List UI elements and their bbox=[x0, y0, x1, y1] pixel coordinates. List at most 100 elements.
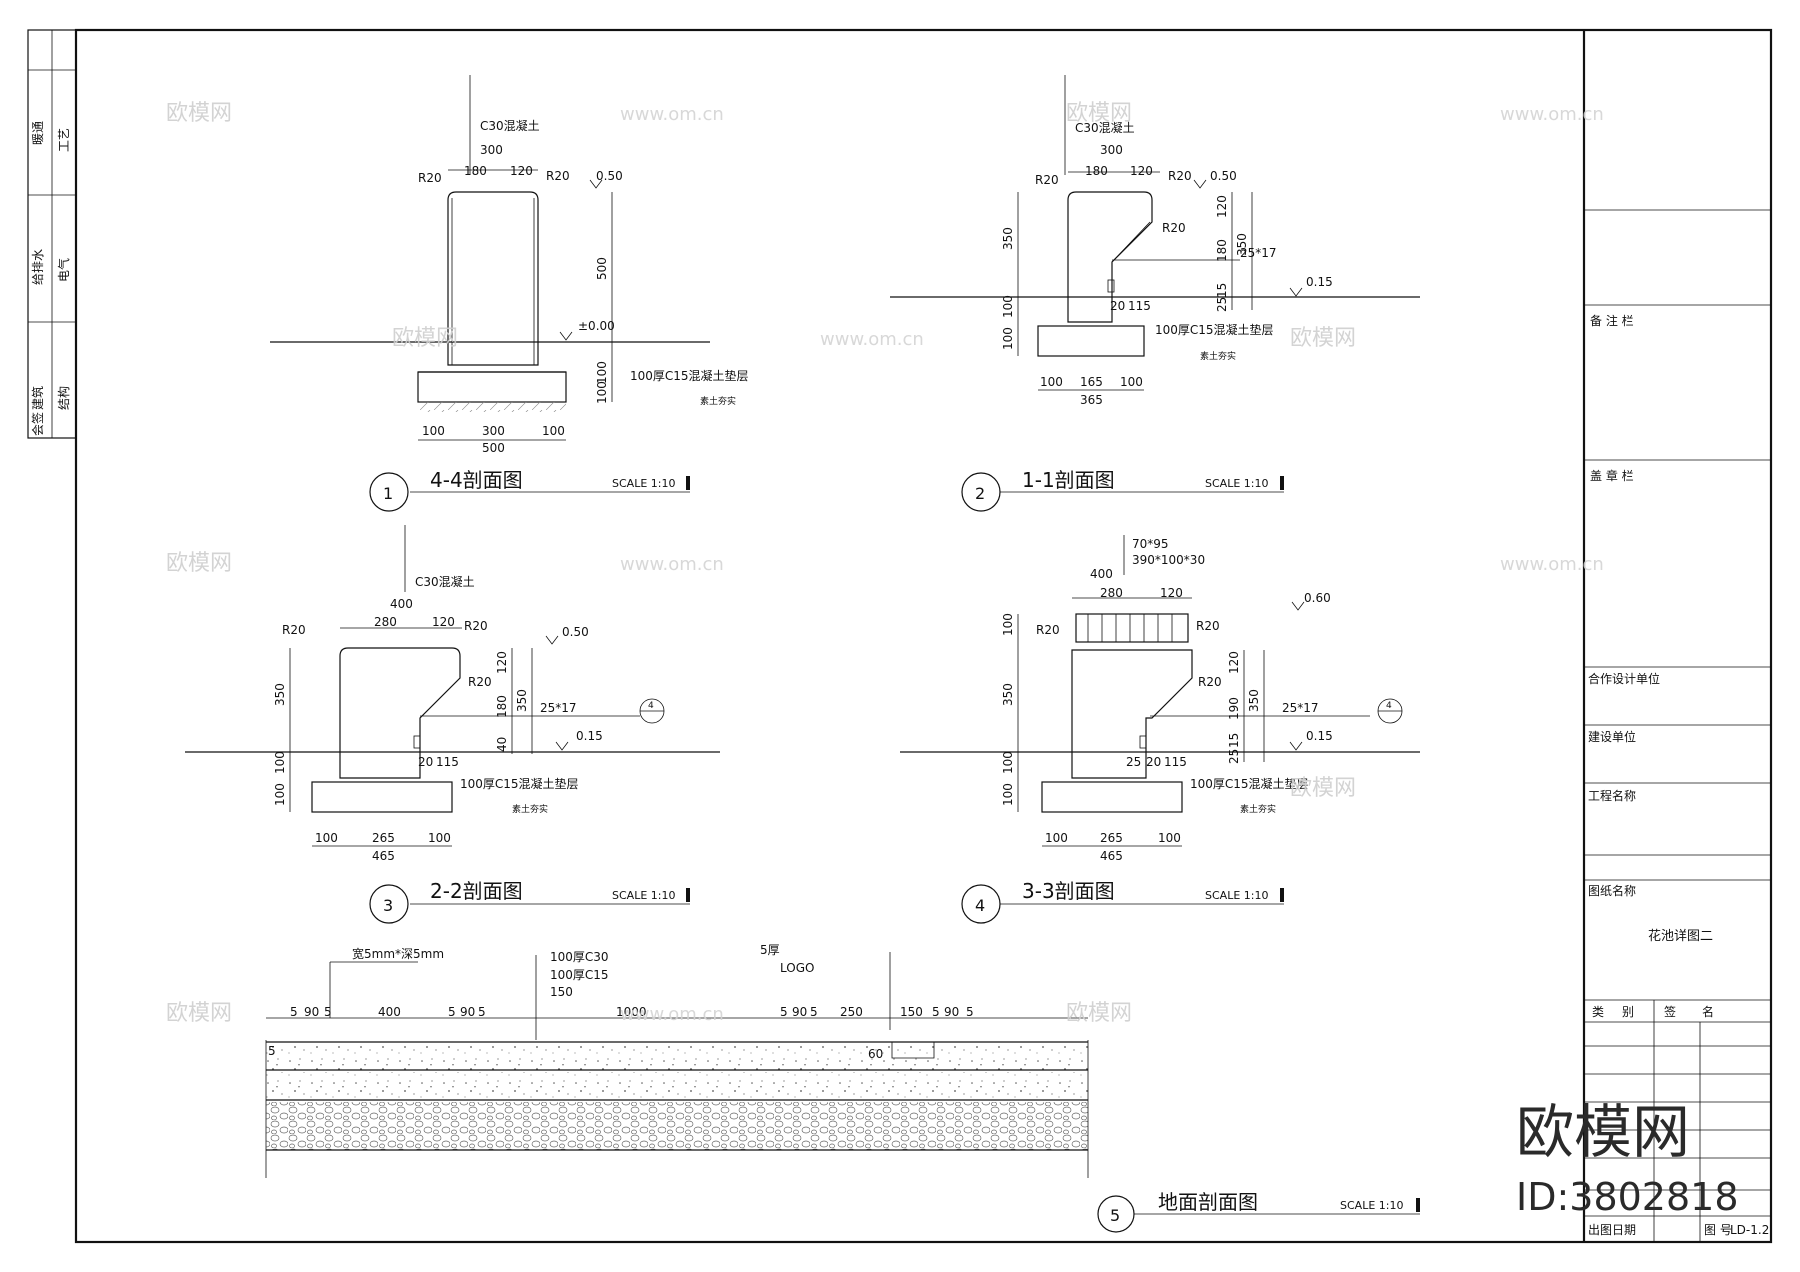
dim-drain: 20 bbox=[1110, 299, 1125, 313]
concrete-wall bbox=[1067, 191, 1153, 323]
dim-top: 300 bbox=[1100, 143, 1123, 157]
section-title: 4-4剖面图 bbox=[430, 468, 523, 492]
dim-top-a: 180 bbox=[464, 164, 487, 178]
dim: 5 bbox=[966, 1005, 974, 1019]
material-note: 5厚 bbox=[760, 943, 780, 957]
dim-drain: 115 bbox=[1164, 755, 1187, 769]
strip-label: 工艺 bbox=[57, 128, 71, 152]
radius-label: R20 bbox=[468, 675, 492, 689]
dim-top-b: 120 bbox=[432, 615, 455, 629]
radius-label: R20 bbox=[418, 171, 442, 185]
ground-section: 宽5mm*深5mm 100厚C30 100厚C15 150 5厚 LOGO 5 … bbox=[265, 943, 1420, 1233]
dim-height: 100 bbox=[1001, 327, 1015, 350]
radius-label: R20 bbox=[282, 623, 306, 637]
dim-top: 400 bbox=[390, 597, 413, 611]
dim-top-b: 120 bbox=[1160, 586, 1183, 600]
c15-base bbox=[1041, 781, 1183, 813]
section-title: 3-3剖面图 bbox=[1022, 879, 1115, 903]
drain-size: 25*17 bbox=[540, 701, 577, 715]
dim-base: 100 bbox=[428, 831, 451, 845]
elev-top: 0.50 bbox=[1210, 169, 1237, 183]
dim-right: 25 bbox=[1227, 749, 1241, 764]
scale-bar bbox=[1416, 1198, 1420, 1212]
base-note: 100厚C15混凝土垫层 bbox=[630, 368, 749, 383]
base-note: 100厚C15混凝土垫层 bbox=[1190, 776, 1309, 791]
watermark-url: www.om.cn bbox=[620, 554, 724, 575]
radius-label: R20 bbox=[546, 169, 570, 183]
material-note: LOGO bbox=[780, 961, 814, 975]
dim-drain: 25 bbox=[1126, 755, 1141, 769]
dim-top-b: 120 bbox=[1130, 164, 1153, 178]
dim-base: 100 bbox=[595, 381, 609, 404]
sheet-number: LD-1.2 bbox=[1730, 1223, 1769, 1237]
drain-size: 25*17 bbox=[1240, 246, 1277, 260]
scale-bar bbox=[686, 888, 690, 902]
section-scale: SCALE 1:10 bbox=[1205, 477, 1268, 490]
watermark-url: www.om.cn bbox=[620, 1004, 724, 1025]
watermark-brand: 欧模网 bbox=[1290, 776, 1356, 801]
dim-height: 350 bbox=[1001, 683, 1015, 706]
dim-right: 25 bbox=[1215, 297, 1229, 312]
section-number: 2 bbox=[975, 484, 985, 503]
paver-hatch bbox=[1087, 614, 1173, 642]
dim-base-total: 365 bbox=[1080, 393, 1103, 407]
dim-base: 100 bbox=[1158, 831, 1181, 845]
dim-base: 165 bbox=[1080, 375, 1103, 389]
dim-height: 100 bbox=[1001, 751, 1015, 774]
c15-layer bbox=[266, 1072, 1088, 1100]
watermarks: 欧模网 欧模网 欧模网 欧模网 欧模网 欧模网 欧模网 欧模网 www.om.c… bbox=[166, 101, 1604, 1026]
dim-top-a: 280 bbox=[1100, 586, 1123, 600]
dim-right: 40 bbox=[495, 737, 509, 752]
watermark-url: www.om.cn bbox=[820, 329, 924, 350]
section-scale: SCALE 1:10 bbox=[1205, 889, 1268, 902]
section-title: 地面剖面图 bbox=[1158, 1190, 1258, 1214]
section-marker bbox=[369, 884, 409, 924]
dim-height: 500 bbox=[595, 257, 609, 280]
dim: 1000 bbox=[616, 1005, 647, 1019]
joint-dimensions: 5 90 5 400 5 90 5 1000 5 90 5 250 150 5 … bbox=[290, 1005, 974, 1019]
material-note: 宽5mm*深5mm bbox=[352, 946, 444, 961]
strip-label: 电气 bbox=[56, 258, 71, 282]
elev-ground: ±0.00 bbox=[578, 319, 615, 333]
watermark-brand: 欧模网 bbox=[166, 101, 232, 126]
soil-note: 素土夯实 bbox=[512, 803, 548, 815]
sign-col: 别 bbox=[1622, 1005, 1634, 1019]
watermark-brand: 欧模网 bbox=[1066, 101, 1132, 126]
dim-top-b: 120 bbox=[510, 164, 533, 178]
section-3-3: 70*95 390*100*30 400 280 120 R20 R20 R20… bbox=[900, 535, 1420, 924]
section-title: 1-1剖面图 bbox=[1022, 468, 1115, 492]
elev-top: 0.60 bbox=[1304, 591, 1331, 605]
dim-top-a: 280 bbox=[374, 615, 397, 629]
strip-label: 暖通 bbox=[31, 121, 45, 145]
watermark-brand: 欧模网 bbox=[392, 326, 458, 351]
dim-right: 120 bbox=[1215, 195, 1229, 218]
dim-top: 300 bbox=[480, 143, 503, 157]
sheet-label: 图 号 bbox=[1704, 1223, 1732, 1237]
material-note: C30混凝土 bbox=[1075, 120, 1135, 135]
soil-hatch bbox=[418, 402, 566, 412]
radius-label: R20 bbox=[1168, 169, 1192, 183]
brand-stamp: 欧模网 bbox=[1516, 1098, 1690, 1166]
dim-right: 190 bbox=[1227, 697, 1241, 720]
elev-low: 0.15 bbox=[1306, 275, 1333, 289]
dim-right: 120 bbox=[495, 651, 509, 674]
material-note: C30混凝土 bbox=[480, 118, 540, 133]
dim: 5 bbox=[290, 1005, 298, 1019]
detail-ref: 4 bbox=[648, 701, 654, 711]
brand-id: ID:3802818 bbox=[1516, 1175, 1739, 1219]
soil-note: 素土夯实 bbox=[700, 395, 736, 407]
scale-bar bbox=[1280, 888, 1284, 902]
dim: 90 bbox=[304, 1005, 319, 1019]
radius-label: R20 bbox=[1198, 675, 1222, 689]
radius-label: R20 bbox=[1036, 623, 1060, 637]
dim: 5 bbox=[448, 1005, 456, 1019]
paver-cap bbox=[1075, 613, 1189, 643]
detail-ref: 4 bbox=[1386, 701, 1392, 711]
dim: 400 bbox=[378, 1005, 401, 1019]
concrete-wall bbox=[339, 647, 461, 779]
dim: 90 bbox=[460, 1005, 475, 1019]
dim-base: 300 bbox=[482, 424, 505, 438]
soil-note: 素土夯实 bbox=[1200, 350, 1236, 362]
elev-low: 0.15 bbox=[576, 729, 603, 743]
material-note: C30混凝土 bbox=[415, 574, 475, 589]
